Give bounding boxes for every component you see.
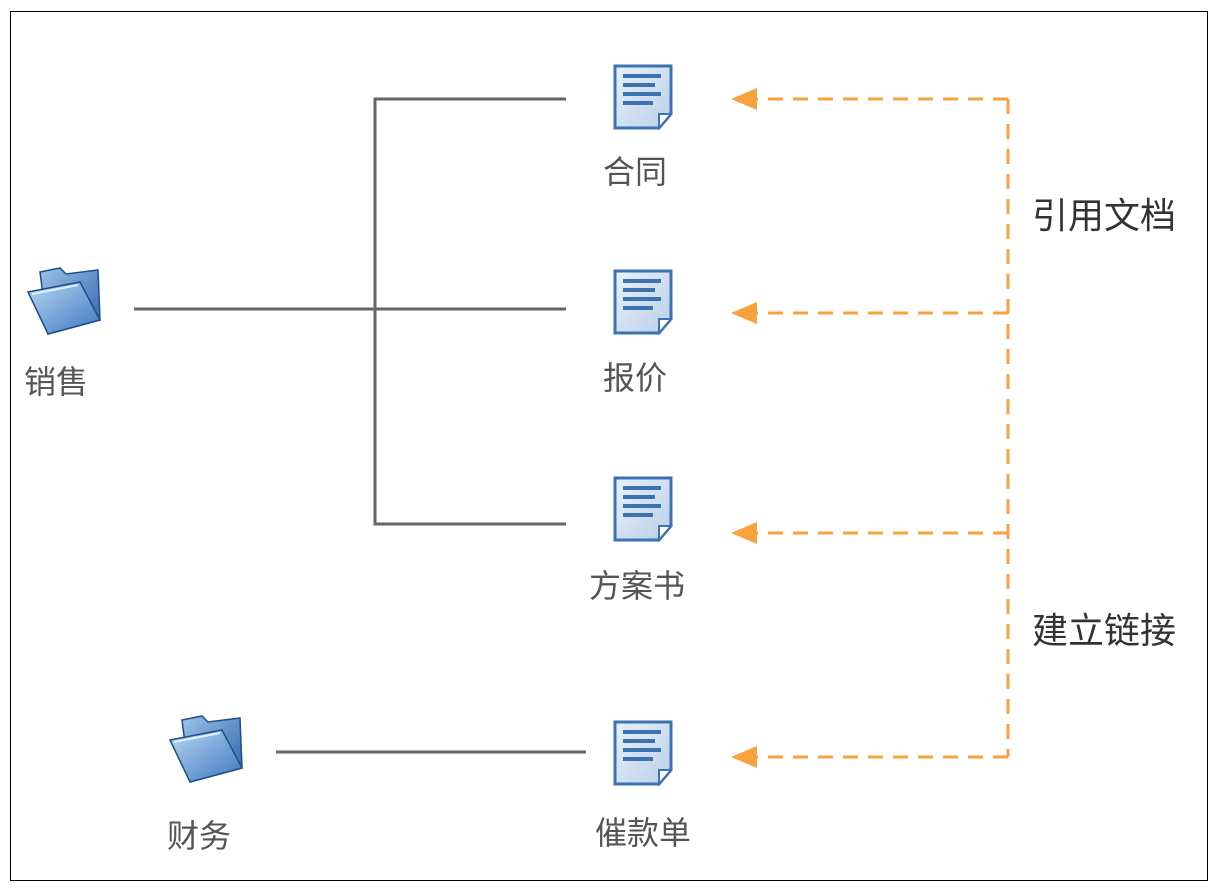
arrow-head-dunning	[731, 746, 757, 768]
arrow-head-quote	[731, 302, 757, 324]
document-icon	[613, 269, 674, 335]
arrow-head-proposal	[731, 522, 757, 544]
folder-label-finance: 财务	[167, 817, 232, 855]
document-icon	[613, 64, 674, 130]
document-label-proposal: 方案书	[589, 567, 686, 605]
folder-icon	[168, 715, 244, 783]
document-icon	[613, 476, 674, 542]
annotation-reference: 引用文档	[1032, 196, 1177, 237]
tree-line-branch	[373, 97, 566, 526]
annotation-link: 建立链接	[1032, 611, 1177, 652]
folder-icon	[26, 267, 102, 335]
arrow-head-contract	[731, 88, 757, 110]
document-label-dunning: 催款单	[595, 814, 692, 852]
document-label-contract: 合同	[603, 153, 668, 191]
folder-label-sales: 销售	[24, 363, 89, 401]
document-icon	[613, 720, 674, 786]
document-label-quote: 报价	[603, 359, 668, 397]
